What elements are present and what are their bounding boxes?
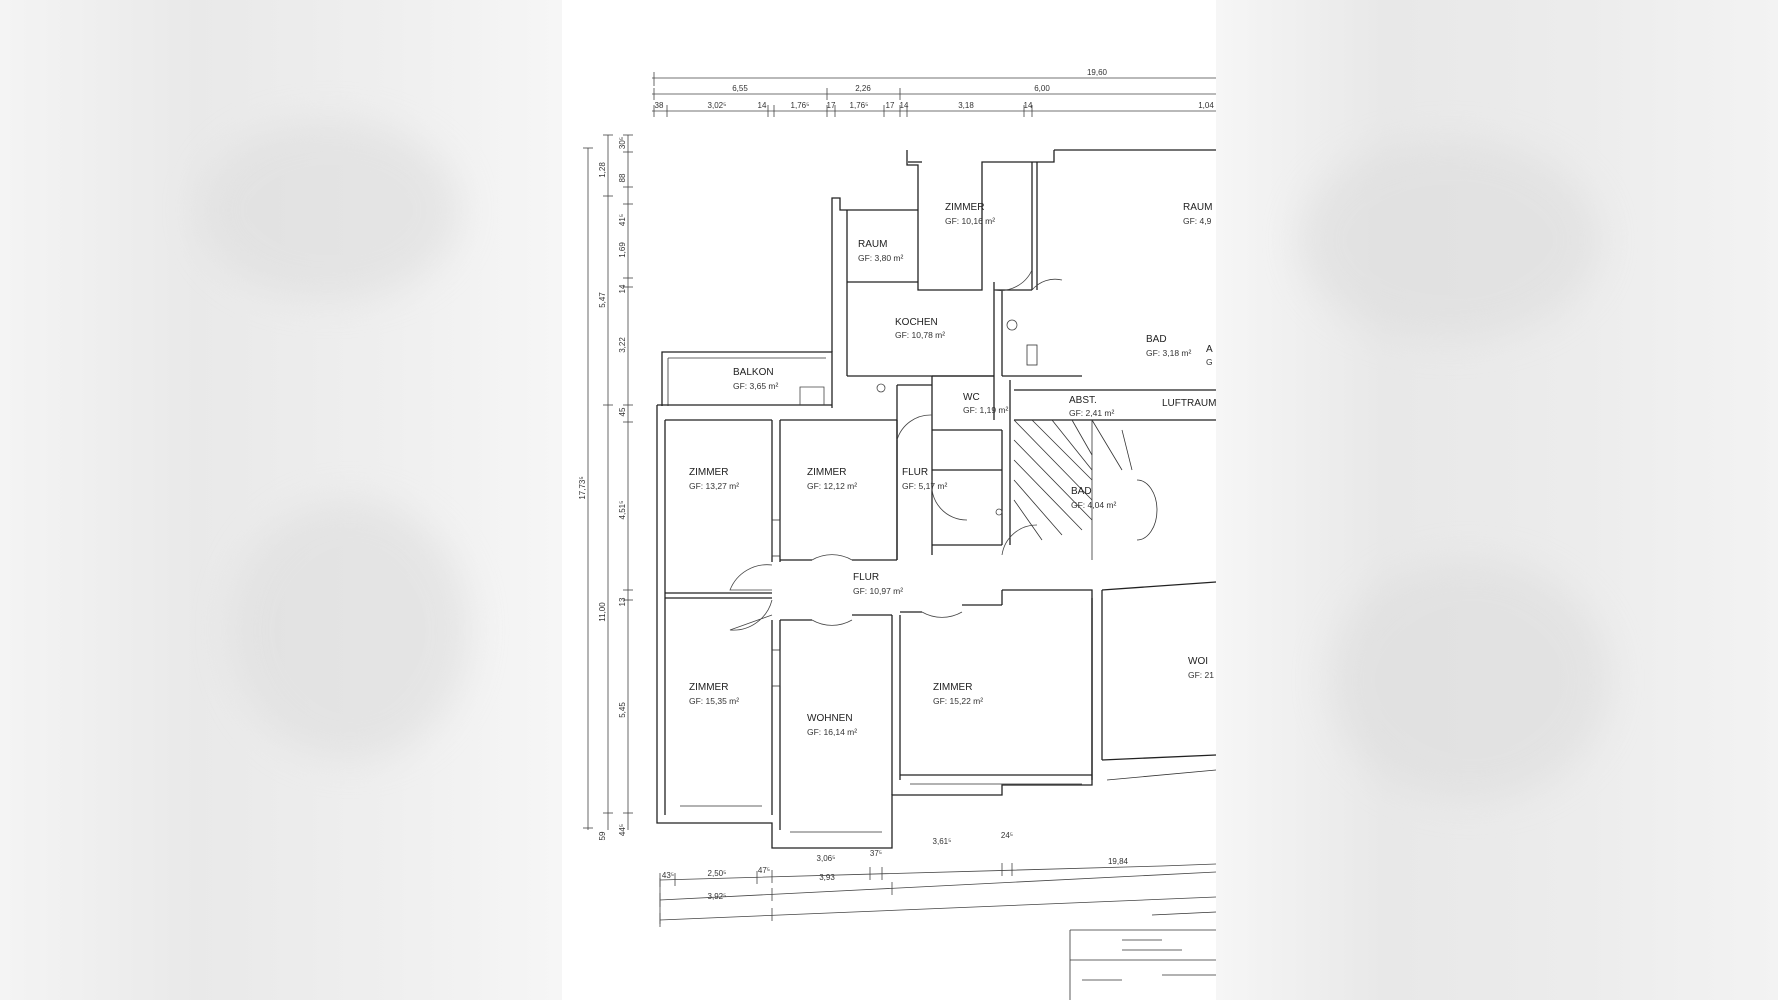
room-name-zimmer-left: ZIMMER xyxy=(689,467,728,478)
blur-blob xyxy=(200,120,460,300)
room-name-a-cut: A xyxy=(1206,344,1213,355)
dim-top-row3-2: 3,02⁵ xyxy=(708,101,727,110)
room-labels: ZIMMER GF: 10,16 m² RAUM GF: 4,9 RAUM GF… xyxy=(689,202,1216,737)
floor-plan-sheet: 19,60 6,55 2,26 6,00 38 3,02⁵ 14 1,76⁵ 1… xyxy=(562,0,1216,1000)
room-area-bad-top: GF: 3,18 m² xyxy=(1146,348,1192,358)
room-area-raum: GF: 3,80 m² xyxy=(858,253,904,263)
dim-bottom-row2-2: 19,84 xyxy=(1108,857,1129,866)
dim-bottom-row1-6: 3,61⁵ xyxy=(933,837,952,846)
title-block-fragment xyxy=(1069,911,1216,1000)
dim-left-row2-4: 1,69 xyxy=(618,242,627,258)
room-area-zimmer-top: GF: 10,16 m² xyxy=(945,216,995,226)
dim-left-row1-3: 11,00 xyxy=(598,602,607,622)
dim-bottom-row1-4: 3,06⁵ xyxy=(817,854,836,863)
dim-top-overall: 19,60 xyxy=(1087,68,1108,77)
dim-left-row2-9: 13 xyxy=(618,597,627,606)
room-name-zimmer-top: ZIMMER xyxy=(945,202,984,213)
dim-bottom-row3-1: 3,92⁵ xyxy=(708,892,727,901)
room-name-luftraum: LUFTRAUM xyxy=(1162,398,1216,409)
room-name-flur-main: FLUR xyxy=(853,572,879,583)
dim-bottom-row1-3: 47⁵ xyxy=(758,866,770,875)
room-area-wohnen-cut: GF: 21 xyxy=(1188,670,1214,680)
room-area-wc: GF: 1,19 m² xyxy=(963,405,1009,415)
room-name-raum-top-right: RAUM xyxy=(1183,202,1212,213)
room-name-kochen: KOCHEN xyxy=(895,317,938,328)
blur-blob xyxy=(1300,140,1600,340)
room-name-raum: RAUM xyxy=(858,239,887,250)
room-area-raum-top-right: GF: 4,9 xyxy=(1183,216,1212,226)
room-name-zimmer-bl: ZIMMER xyxy=(689,682,728,693)
dim-top-row3-3: 14 xyxy=(758,101,767,110)
blur-blob xyxy=(230,500,470,760)
room-name-zimmer-br: ZIMMER xyxy=(933,682,972,693)
room-name-wc: WC xyxy=(963,392,980,403)
bottom-dimension-chains: 43⁵ 2,50⁵ 47⁵ 3,06⁵ 37⁵ 3,61⁵ 24⁵ 3,93 1… xyxy=(659,831,1216,927)
room-area-zimmer-br: GF: 15,22 m² xyxy=(933,696,983,706)
blur-blob xyxy=(1330,560,1610,800)
dim-left-outer: 17,73⁵ xyxy=(578,476,587,499)
dim-top-row2-3: 6,00 xyxy=(1034,84,1050,93)
dim-left-row2-8: 4,51⁵ xyxy=(618,501,627,520)
dim-bottom-row1-2: 2,50⁵ xyxy=(708,869,727,878)
dim-left-row2-2: 88 xyxy=(618,173,627,182)
dim-left-row1-1: 1,28 xyxy=(598,162,607,178)
dim-left-row2-5: 14 xyxy=(618,284,627,293)
room-area-zimmer-mid: GF: 12,12 m² xyxy=(807,481,857,491)
dim-left-row2-6: 3,22 xyxy=(618,337,627,353)
room-area-kochen: GF: 10,78 m² xyxy=(895,330,945,340)
dim-top-row3-1: 38 xyxy=(655,101,664,110)
room-name-bad-top: BAD xyxy=(1146,334,1167,345)
dim-top-row3-8: 14 xyxy=(900,101,909,110)
dim-bottom-row1-5: 37⁵ xyxy=(870,849,882,858)
dim-left-row2-11: 44⁵ xyxy=(618,824,627,836)
room-area-abst: GF: 2,41 m² xyxy=(1069,408,1115,418)
dim-bottom-row1-7: 24⁵ xyxy=(1001,831,1013,840)
room-area-balkon: GF: 3,65 m² xyxy=(733,381,779,391)
room-area-flur-small: GF: 5,17 m² xyxy=(902,481,948,491)
dim-left-row2-3: 41⁵ xyxy=(618,214,627,226)
room-name-balkon: BALKON xyxy=(733,367,774,378)
dim-top-row3-4: 1,76⁵ xyxy=(791,101,810,110)
room-area-wohnen: GF: 16,14 m² xyxy=(807,727,857,737)
left-dimension-chains: 17,73⁵ 1,28 5,47 11,00 59 30⁵ 88 41⁵ 1,6… xyxy=(578,134,633,840)
dim-top-row2-1: 6,55 xyxy=(732,84,748,93)
dim-left-row1-4: 59 xyxy=(598,831,607,840)
room-area-flur-main: GF: 10,97 m² xyxy=(853,586,903,596)
dim-top-row3-7: 17 xyxy=(886,101,895,110)
dim-top-row3-5: 17 xyxy=(827,101,836,110)
room-name-zimmer-mid: ZIMMER xyxy=(807,467,846,478)
room-area-zimmer-bl: GF: 15,35 m² xyxy=(689,696,739,706)
dim-left-row2-10: 5,45 xyxy=(618,702,627,718)
room-name-wohnen-cut: WOI xyxy=(1188,656,1208,667)
room-area-zimmer-left: GF: 13,27 m² xyxy=(689,481,739,491)
dim-top-row3-6: 1,76⁵ xyxy=(850,101,869,110)
dim-left-row2-1: 30⁵ xyxy=(618,137,627,149)
room-name-abst: ABST. xyxy=(1069,395,1097,406)
staircase xyxy=(1013,419,1158,560)
room-name-flur-small: FLUR xyxy=(902,467,928,478)
room-area-a-cut: G xyxy=(1206,357,1213,367)
top-dimension-chains: 19,60 6,55 2,26 6,00 38 3,02⁵ 14 1,76⁵ 1… xyxy=(652,68,1216,117)
dim-left-row2-7: 45 xyxy=(618,407,627,416)
dim-left-row1-2: 5,47 xyxy=(598,292,607,308)
dim-top-row2-2: 2,26 xyxy=(855,84,871,93)
building-walls xyxy=(656,149,1216,849)
window-marks xyxy=(680,344,1082,833)
dim-bottom-row2-1: 3,93 xyxy=(819,873,835,882)
room-name-bad-mid: BAD xyxy=(1071,486,1092,497)
room-name-wohnen: WOHNEN xyxy=(807,713,853,724)
dim-top-row3-11: 1,04 xyxy=(1198,101,1214,110)
dim-top-row3-9: 3,18 xyxy=(958,101,974,110)
room-area-bad-mid: GF: 4,04 m² xyxy=(1071,500,1117,510)
floor-plan-drawing: 19,60 6,55 2,26 6,00 38 3,02⁵ 14 1,76⁵ 1… xyxy=(578,68,1216,1000)
dim-bottom-row1-1: 43⁵ xyxy=(662,871,674,880)
dim-top-row3-10: 14 xyxy=(1024,101,1033,110)
